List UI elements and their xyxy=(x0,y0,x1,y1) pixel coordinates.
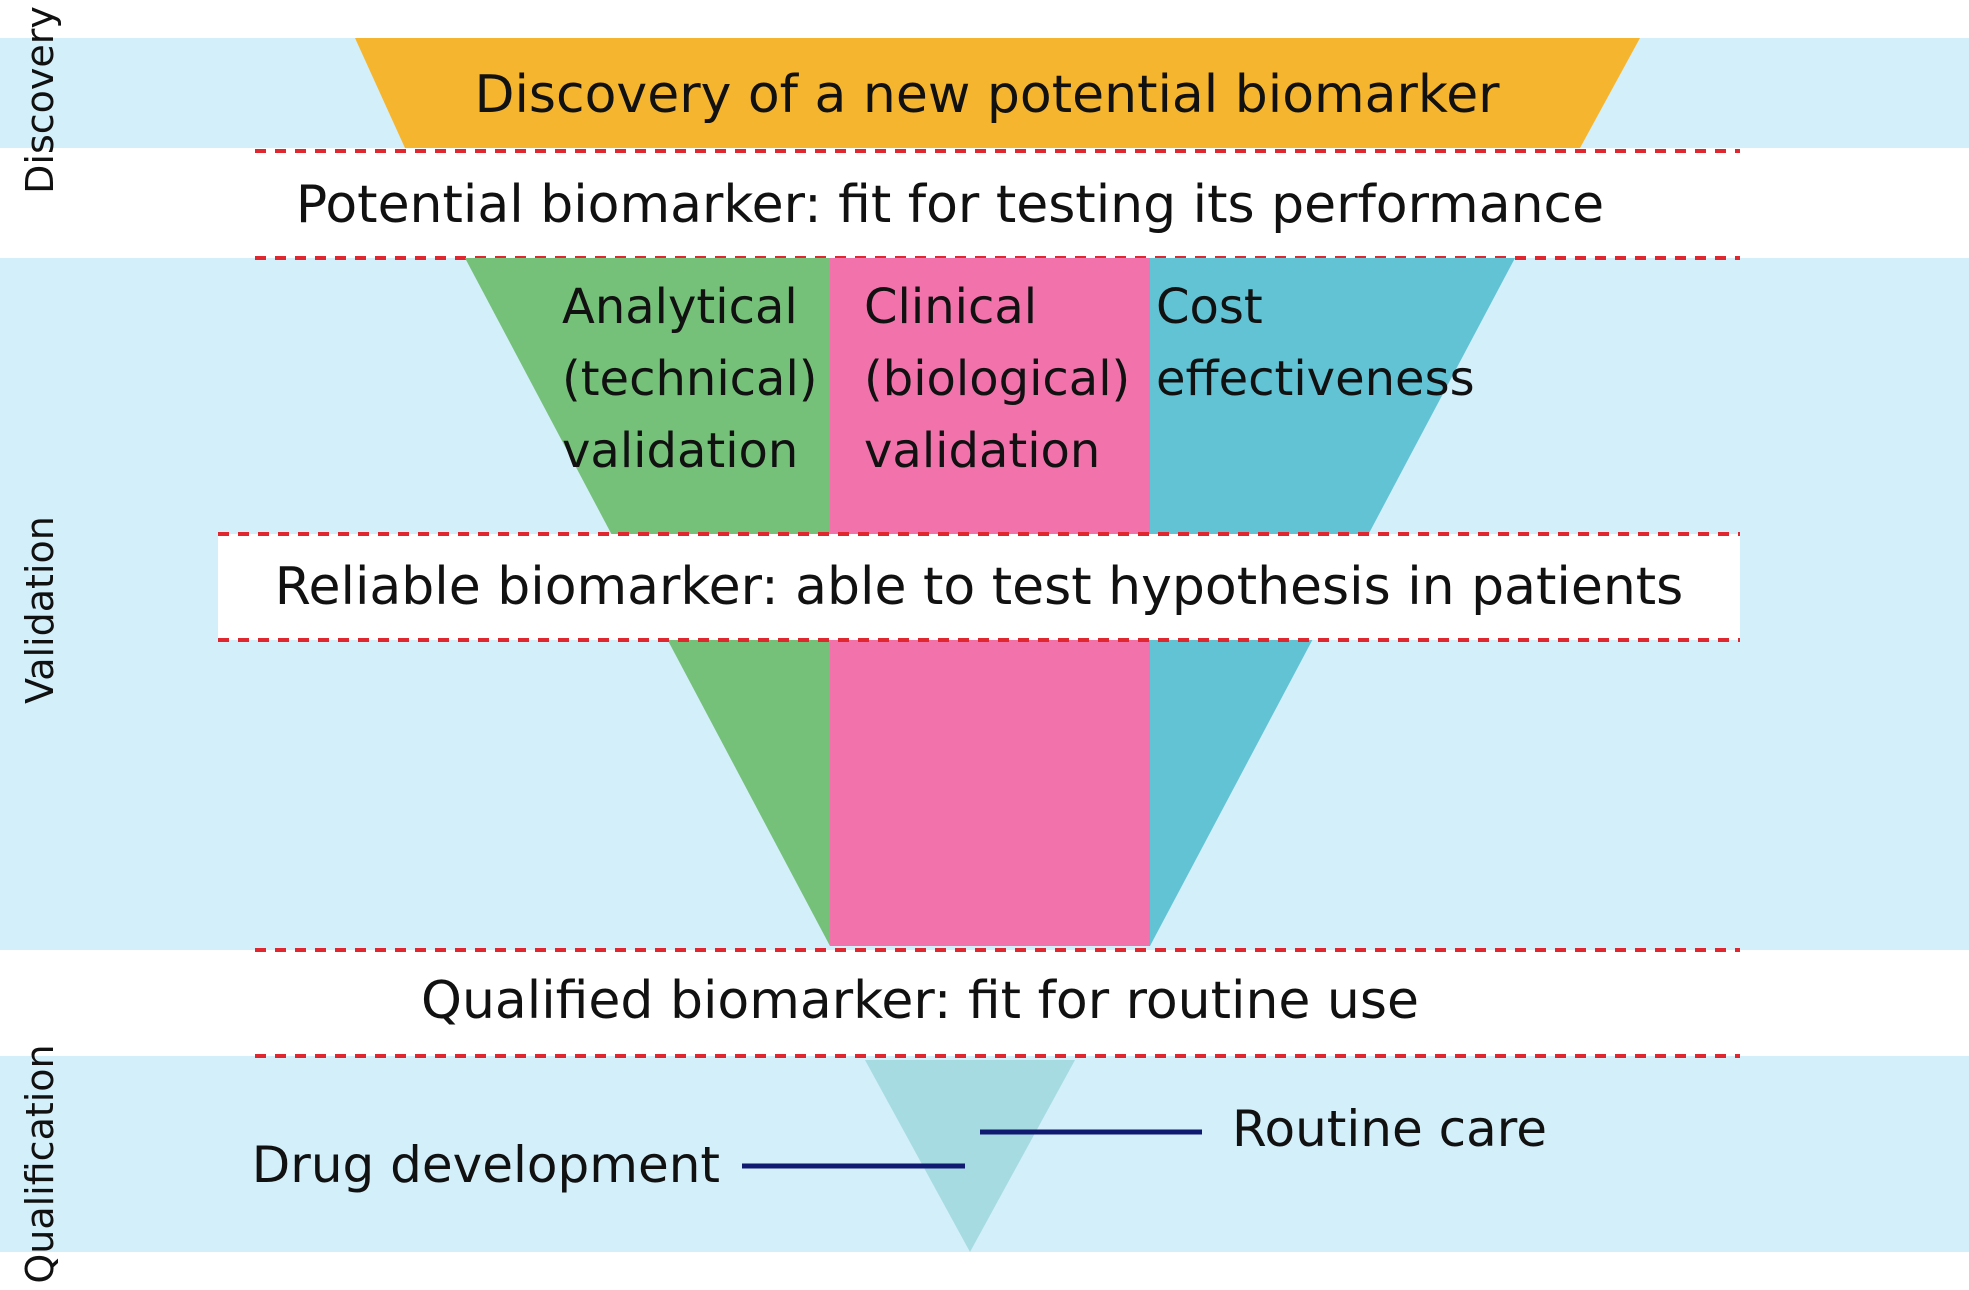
qualification-triangle xyxy=(865,1060,1075,1252)
column-label-line: Analytical xyxy=(562,279,798,335)
column-label-line: effectiveness xyxy=(1156,351,1475,407)
analytical-column-label: Analytical (technical) validation xyxy=(562,279,833,479)
column-label-line: validation xyxy=(562,423,798,479)
reliable-stage-label: Reliable biomarker: able to test hypothe… xyxy=(275,557,1684,617)
cost-column-label: Cost effectiveness xyxy=(1156,279,1475,407)
column-label-line: (technical) xyxy=(562,351,818,407)
potential-stage-label: Potential biomarker: fit for testing its… xyxy=(296,175,1604,235)
routine-care-label: Routine care xyxy=(1232,1100,1547,1158)
column-label-line: validation xyxy=(864,423,1100,479)
discovery-stage-label: Discovery of a new potential biomarker xyxy=(474,65,1500,125)
validation-phase-label: Validation xyxy=(18,516,62,704)
clinical-column-label: Clinical (biological) validation xyxy=(864,279,1146,479)
drug-development-label: Drug development xyxy=(252,1136,720,1194)
discovery-shape xyxy=(355,38,1640,148)
column-label-line: Clinical xyxy=(864,279,1037,335)
qualified-stage-label: Qualified biomarker: fit for routine use xyxy=(421,971,1419,1031)
qualification-phase-label: Qualification xyxy=(18,1044,62,1283)
column-label-line: (biological) xyxy=(864,351,1130,407)
discovery-phase-label: Discovery xyxy=(18,6,62,194)
column-label-line: Cost xyxy=(1156,279,1263,335)
reliable-stage-box xyxy=(218,534,1740,640)
